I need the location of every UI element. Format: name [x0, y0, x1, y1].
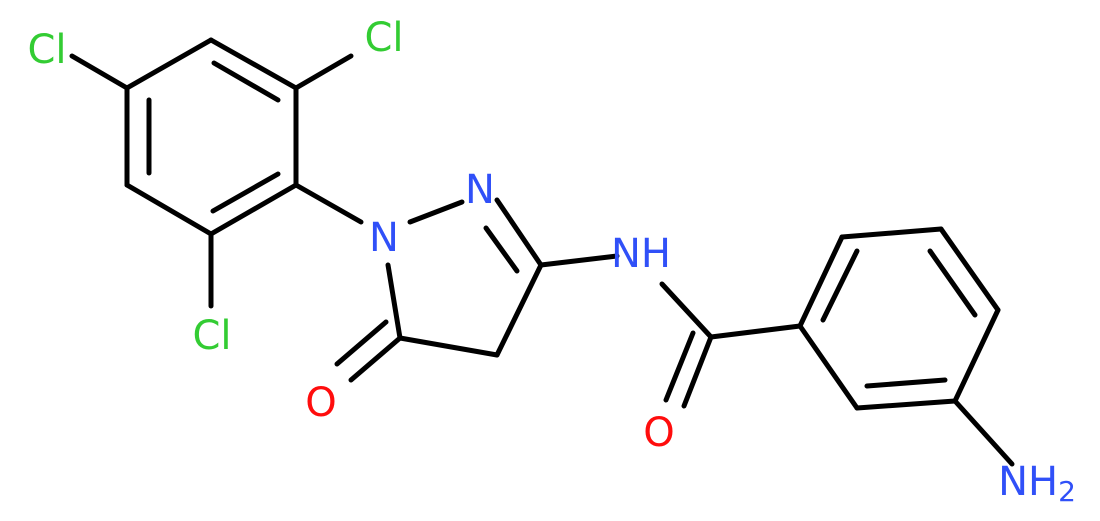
- bond-camide-o-a: [681, 334, 714, 409]
- bond-ring2-a: [797, 234, 845, 329]
- bond-ring2-a-inner: [820, 248, 860, 323]
- atom-label-n-ring-1: N: [369, 215, 399, 261]
- bond-c-cl-top: [293, 53, 354, 91]
- atom-label-nh2: NH2: [998, 459, 1076, 508]
- bond-ring1-b: [208, 37, 299, 91]
- bond-ring2-f: [797, 323, 860, 411]
- bond-ring2-e: [854, 398, 958, 411]
- bond-ring1-b-inner: [211, 60, 281, 103]
- bond-ring1-d: [208, 182, 299, 237]
- bond-n2-c3: [494, 197, 544, 268]
- atom-label-nh: NH: [611, 231, 671, 277]
- atom-label-o-ring: O: [305, 380, 336, 426]
- bond-ring1-a: [124, 37, 214, 91]
- atom-label-o-amide: O: [643, 410, 674, 456]
- bond-ring1-d-inner: [210, 171, 281, 214]
- bond-ring2-c-inner: [927, 248, 978, 318]
- atom-label-nh2-main: NH: [998, 459, 1058, 505]
- bond-aryl-n1: [293, 182, 364, 225]
- bond-camide-o-b: [663, 330, 696, 403]
- bond-c4-c5: [397, 335, 500, 358]
- atom-label-cl-left: Cl: [27, 27, 66, 73]
- bond-c3-c4: [494, 262, 544, 358]
- trichlorophenyl-ring: [124, 37, 299, 237]
- bond-ring2-d: [952, 307, 1001, 404]
- pyrazolone-ring: [385, 197, 544, 358]
- bond-n1-n2: [407, 199, 465, 225]
- bond-ring2-e-inner: [864, 377, 948, 389]
- aminophenyl-ring: [797, 226, 1001, 411]
- bond-c5-o-a: [348, 335, 403, 383]
- bond-c-cl-left: [69, 53, 130, 91]
- bond-c5-n1: [385, 262, 403, 341]
- bond-n2-c3-inner: [483, 225, 520, 274]
- bond-nh-camide: [659, 281, 714, 340]
- atom-label-nh2-subscript: 2: [1058, 475, 1076, 508]
- bond-camide-aryl: [708, 323, 803, 340]
- bond-ring2-c: [938, 226, 1001, 313]
- bond-c3-nh: [538, 253, 620, 268]
- bond-ring2-b: [839, 226, 944, 240]
- bond-c5-o-b: [334, 319, 389, 367]
- bond-ring1-e: [124, 182, 214, 237]
- bond-c-nh2: [952, 398, 1015, 467]
- atom-label-n-ring-2: N: [465, 167, 495, 213]
- atom-label-cl-top: Cl: [364, 15, 403, 61]
- atom-label-cl-bottom: Cl: [192, 313, 231, 359]
